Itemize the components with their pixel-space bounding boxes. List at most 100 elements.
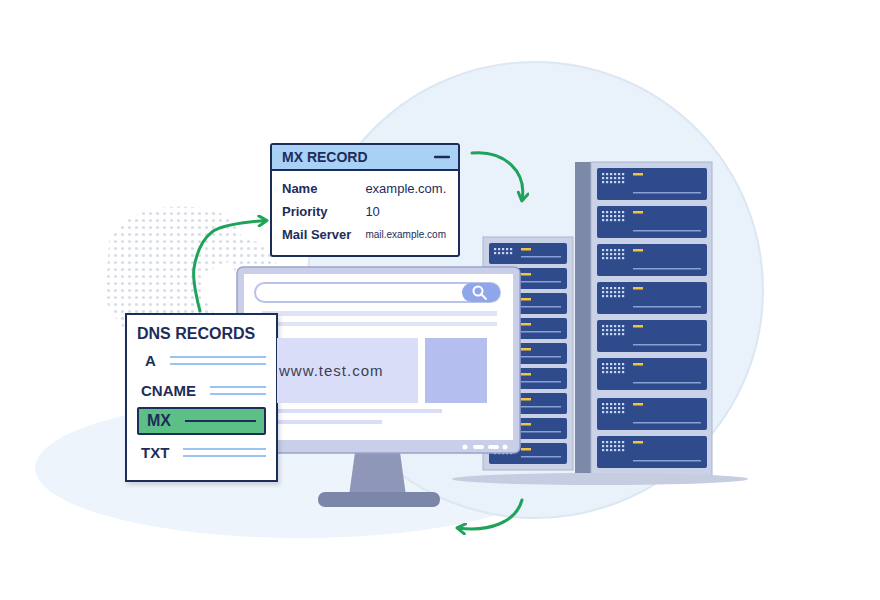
panel-title: MX RECORD [282, 149, 368, 165]
server-unit-part [614, 177, 616, 179]
server-unit-part [521, 356, 561, 358]
server-unit-part [618, 441, 620, 443]
server-unit-part [606, 411, 608, 413]
server-unit-part [610, 333, 612, 335]
server-unit-part [597, 206, 707, 238]
server-unit-part [614, 449, 616, 451]
monitor [237, 267, 520, 507]
server-unit [597, 358, 707, 390]
server-unit-part [618, 291, 620, 293]
monitor-part [255, 283, 500, 302]
server-unit-part [622, 295, 624, 297]
server-unit-part [622, 181, 624, 183]
server-unit-part [618, 253, 620, 255]
server-unit-part [602, 403, 604, 405]
server-unit-part [618, 363, 620, 365]
server-unit-part [618, 333, 620, 335]
server-unit-part [606, 325, 608, 327]
server-unit-part [602, 257, 604, 259]
server-unit-part [606, 291, 608, 293]
server-unit-part [614, 403, 616, 405]
server-unit-part [614, 219, 616, 221]
flow-arrow [194, 221, 266, 311]
record-fields: Nameexample.com.Priority10Mail Servermai… [272, 171, 458, 255]
server-unit-part [521, 448, 531, 451]
server-unit-part [618, 177, 620, 179]
monitor-part [318, 492, 440, 507]
server-unit-part [610, 403, 612, 405]
server-unit-part [614, 333, 616, 335]
server-unit-part [610, 371, 612, 373]
server-unit-part [614, 363, 616, 365]
server-unit-part [606, 407, 608, 409]
server-unit-part [618, 403, 620, 405]
server-unit-part [510, 248, 512, 250]
server-unit-part [633, 325, 643, 328]
server-unit-part [622, 333, 624, 335]
server-unit [597, 282, 707, 314]
server-unit-part [618, 215, 620, 217]
server-unit [597, 244, 707, 276]
server-unit [597, 436, 707, 468]
server-unit-part [622, 291, 624, 293]
server-unit-part [597, 436, 707, 468]
server-unit-part [521, 248, 531, 251]
server-unit-part [606, 287, 608, 289]
server-unit-part [614, 295, 616, 297]
server-unit-part [614, 215, 616, 217]
server-unit-part [521, 331, 561, 333]
server-unit-part [633, 306, 701, 308]
server-unit-part [610, 291, 612, 293]
server-unit-part [622, 249, 624, 251]
server-unit-part [606, 445, 608, 447]
server-unit-part [614, 257, 616, 259]
server-unit-part [610, 211, 612, 213]
server-unit-part [622, 329, 624, 331]
server-unit-part [633, 363, 643, 366]
server-unit-part [622, 403, 624, 405]
highlighted-record: MX [137, 407, 266, 435]
server-unit-part [622, 211, 624, 213]
server-unit-part [606, 215, 608, 217]
server-unit-part [633, 422, 701, 424]
server-unit-part [633, 344, 701, 346]
server-unit-part [618, 219, 620, 221]
rack-shadow [452, 473, 748, 485]
server-unit-part [597, 320, 707, 352]
server-unit-part [622, 173, 624, 175]
monitor-part [425, 338, 487, 403]
server-unit-part [521, 381, 561, 383]
monitor-part [463, 445, 468, 450]
server-unit-part [610, 215, 612, 217]
server-unit-part [602, 367, 604, 369]
background-blob [35, 62, 763, 538]
server-unit-part [614, 441, 616, 443]
server-unit-part [618, 367, 620, 369]
server-unit-part [602, 371, 604, 373]
server-unit-part [614, 173, 616, 175]
server-unit-part [618, 295, 620, 297]
server-unit-part [622, 363, 624, 365]
server-unit-part [633, 230, 701, 232]
server-unit-part [521, 256, 561, 258]
server-unit-part [610, 295, 612, 297]
server-unit-part [521, 273, 531, 276]
field-value: example.com. [365, 179, 446, 199]
server-unit-part [622, 449, 624, 451]
server-unit-part [633, 441, 643, 444]
server-unit-part [606, 441, 608, 443]
monitor-part [237, 267, 520, 453]
server-unit-part [618, 371, 620, 373]
server-unit [597, 168, 707, 200]
server-unit-part [606, 211, 608, 213]
server-unit-part [618, 325, 620, 327]
record-row: CNAME [137, 375, 266, 405]
server-unit-part [622, 287, 624, 289]
monitor-part [481, 294, 486, 299]
record-panel: MX RECORD Nameexample.com.Priority10Mail … [270, 143, 460, 257]
flow-arrow-part [472, 153, 523, 200]
server-unit-part [622, 257, 624, 259]
